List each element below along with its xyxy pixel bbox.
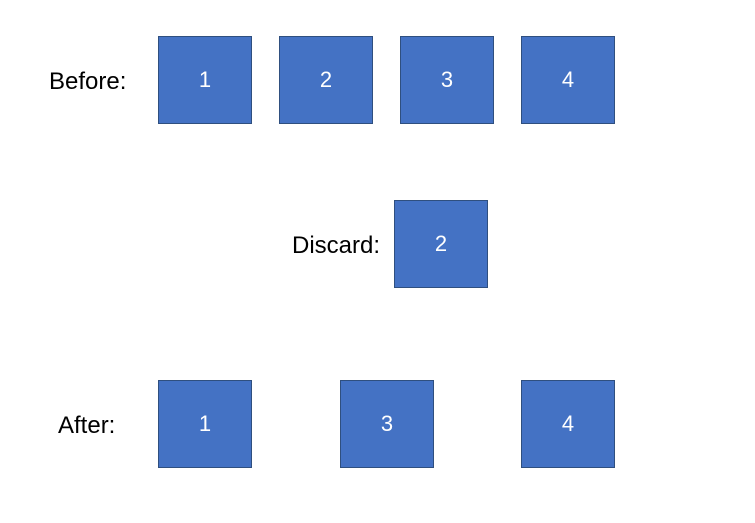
after-label: After: — [58, 412, 116, 439]
discard-card-2: 2 — [394, 200, 488, 288]
before-card-2: 2 — [279, 36, 373, 124]
before-card-1: 1 — [158, 36, 252, 124]
after-card-3: 3 — [340, 380, 434, 468]
after-card-4: 4 — [521, 380, 615, 468]
before-card-4: 4 — [521, 36, 615, 124]
after-card-1: 1 — [158, 380, 252, 468]
before-label: Before: — [49, 68, 127, 95]
discard-label: Discard: — [292, 232, 381, 259]
before-card-3: 3 — [400, 36, 494, 124]
